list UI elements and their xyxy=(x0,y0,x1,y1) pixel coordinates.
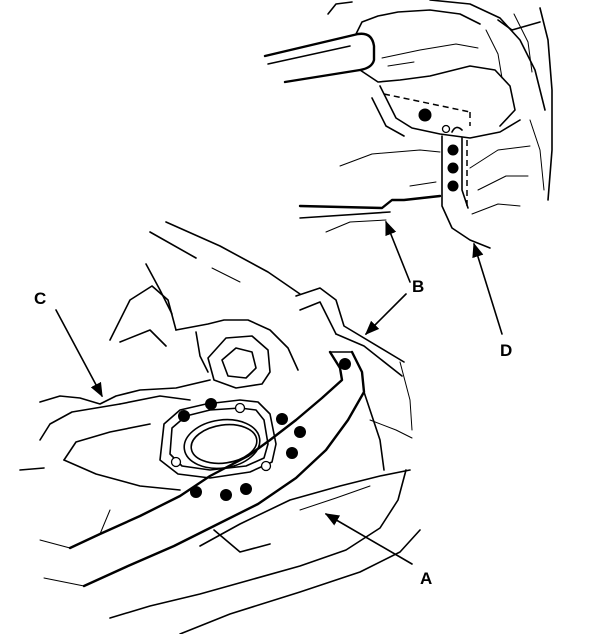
leader-D xyxy=(472,242,503,335)
weld-point xyxy=(447,162,459,174)
callout-label-a: A xyxy=(420,569,432,588)
leader-lines xyxy=(55,220,503,565)
leader-C xyxy=(55,309,103,398)
weld-point xyxy=(447,144,459,156)
callout-label-b: B xyxy=(412,277,424,296)
weld-point xyxy=(418,108,432,122)
floor-edge xyxy=(298,194,442,210)
upper-rail xyxy=(263,32,376,84)
bolt-hole xyxy=(234,402,246,414)
callout-label-c: C xyxy=(34,289,46,308)
upper-flange xyxy=(379,85,521,139)
flange-opening xyxy=(183,418,261,470)
leader-A xyxy=(324,513,413,565)
weld-point xyxy=(286,447,298,459)
flange-plate xyxy=(159,399,277,479)
weld-point xyxy=(220,489,232,501)
weld-point xyxy=(205,398,217,410)
weld-point xyxy=(276,413,288,425)
callout-labels: A B C D xyxy=(34,277,512,588)
hidden-edge-upper xyxy=(383,93,471,113)
weld-point xyxy=(240,483,252,495)
weld-point xyxy=(294,426,306,438)
lower-main-view xyxy=(19,221,421,634)
leader-B-upper xyxy=(385,220,411,283)
support-block xyxy=(207,335,271,389)
floor-panel xyxy=(63,459,181,491)
callout-label-d: D xyxy=(500,341,512,360)
leader-B-lower xyxy=(364,293,407,336)
weld-point xyxy=(339,358,351,370)
weld-point xyxy=(178,410,190,422)
bolt-hole xyxy=(260,460,272,472)
crossmember xyxy=(295,287,405,363)
weld-point xyxy=(447,180,459,192)
bolt-hole xyxy=(170,456,182,468)
weld-point xyxy=(190,486,202,498)
hole xyxy=(441,124,451,134)
upper-detail-view xyxy=(263,0,553,249)
